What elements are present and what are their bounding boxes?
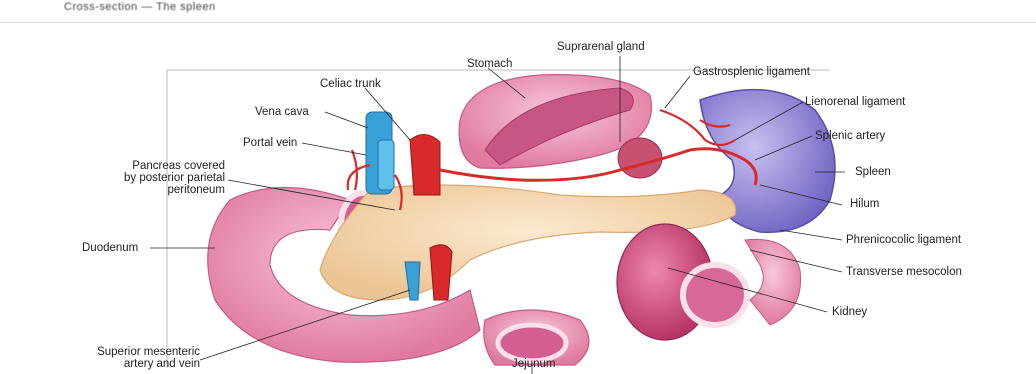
label-transverse-mesocolon: Transverse mesocolon bbox=[846, 266, 962, 278]
label-pancreas-line1: Pancreas covered bbox=[55, 160, 225, 172]
label-portal-vein: Portal vein bbox=[243, 137, 297, 149]
label-jejunum: Jejunum bbox=[512, 358, 555, 370]
celiac-trunk-shape bbox=[410, 134, 440, 195]
portal-vein-shape bbox=[378, 140, 394, 190]
label-spleen: Spleen bbox=[855, 166, 891, 178]
label-gastrosplenic-ligament: Gastrosplenic ligament bbox=[693, 66, 810, 78]
label-stomach: Stomach bbox=[467, 58, 512, 70]
label-hilum: Hilum bbox=[850, 198, 879, 210]
label-sma-line1: Superior mesenteric bbox=[40, 346, 200, 358]
label-lienorenal-ligament: Lienorenal ligament bbox=[805, 96, 905, 108]
label-splenic-artery: Splenic artery bbox=[815, 130, 885, 142]
suprarenal-gland-shape bbox=[618, 138, 662, 178]
label-phrenicocolic-ligament: Phrenicocolic ligament bbox=[846, 234, 961, 246]
label-suprarenal-gland: Suprarenal gland bbox=[557, 41, 645, 53]
label-duodenum: Duodenum bbox=[82, 242, 138, 254]
label-pancreas-line3: peritoneum bbox=[55, 184, 225, 196]
transverse-colon-shape bbox=[745, 239, 801, 325]
kidney-opening bbox=[683, 265, 747, 325]
jejunum-opening bbox=[498, 325, 566, 361]
label-celiac-trunk: Celiac trunk bbox=[320, 78, 381, 90]
label-kidney: Kidney bbox=[832, 306, 867, 318]
sma-artery-shape bbox=[430, 245, 452, 300]
label-vena-cava: Vena cava bbox=[255, 106, 309, 118]
label-sma-line2: artery and vein bbox=[40, 358, 200, 370]
label-pancreas-line2: by posterior parietal bbox=[55, 172, 225, 184]
